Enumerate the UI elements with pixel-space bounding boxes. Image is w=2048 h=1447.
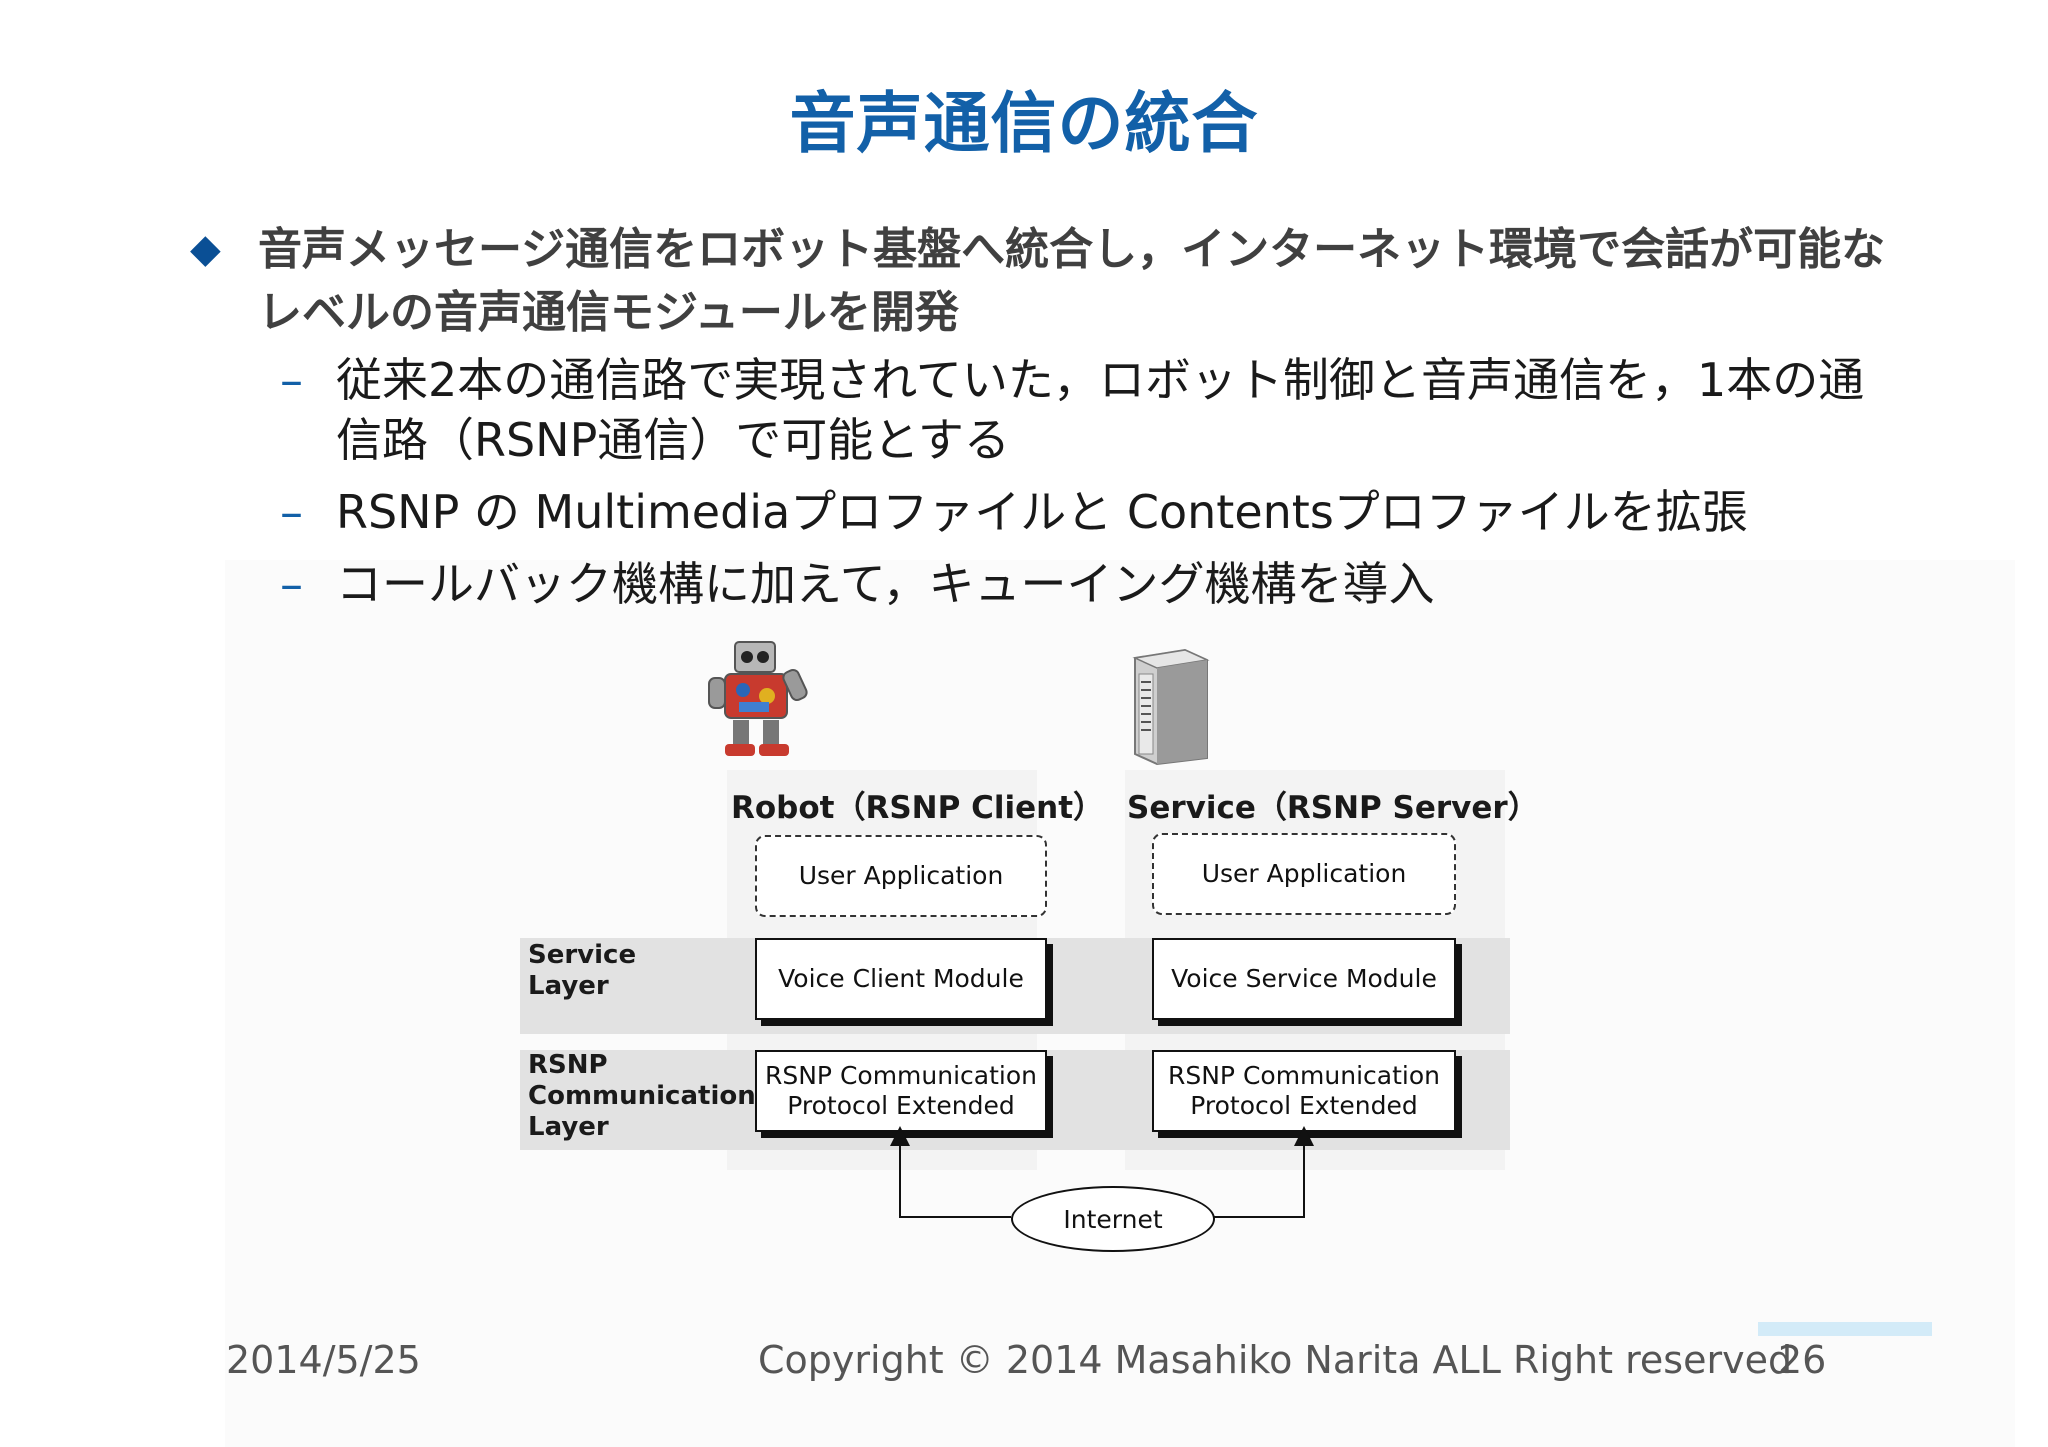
- server-protocol-line: Protocol Extended: [1190, 1091, 1418, 1120]
- dash-bullet-icon: –: [280, 353, 303, 407]
- rsnp-layer-label-line: RSNP: [528, 1050, 608, 1080]
- sub-bullet: – 従来2本の通信路で実現されていた，ロボット制御と音声通信を，1本の通信路（R…: [280, 350, 1880, 470]
- footer-copyright: Copyright © 2014 Masahiko Narita ALL Rig…: [758, 1338, 1793, 1382]
- sub-bullet: – コールバック機構に加えて，キューイング機構を導入: [280, 554, 1880, 614]
- service-layer-label-line: Service: [528, 940, 637, 970]
- service-layer-label: Service Layer: [528, 940, 636, 1002]
- rsnp-layer-label: RSNP Communication Layer: [528, 1050, 756, 1143]
- main-bullet: ◆ 音声メッセージ通信をロボット基盤へ統合し，インターネット環境で会話が可能なレ…: [190, 218, 1890, 344]
- architecture-diagram: Service Layer RSNP Communication Layer R…: [515, 630, 1539, 1270]
- page-number-bar: [1758, 1322, 1932, 1336]
- connection-lines: [890, 1126, 1314, 1218]
- dash-bullet-icon: –: [280, 557, 303, 611]
- client-protocol-line: RSNP Communication: [764, 1061, 1037, 1090]
- sub-bullet-text: 従来2本の通信路で実現されていた，ロボット制御と音声通信を，1本の通信路（RSN…: [336, 353, 1865, 467]
- server-rsnp-protocol: RSNP Communication Protocol Extended: [1152, 1050, 1456, 1132]
- page-number: 26: [1778, 1338, 1827, 1382]
- server-tower-icon: [1132, 648, 1210, 766]
- sub-bullet-text: コールバック機構に加えて，キューイング機構を導入: [336, 557, 1435, 611]
- client-user-application-label: User Application: [798, 861, 1004, 890]
- client-title: Robot（RSNP Client）: [731, 790, 1105, 826]
- slide-title: 音声通信の統合: [789, 85, 1259, 162]
- voice-client-module-label: Voice Client Module: [778, 964, 1024, 993]
- client-protocol-line: Protocol Extended: [787, 1091, 1015, 1120]
- internet-node: Internet: [1011, 1186, 1215, 1252]
- diamond-bullet-icon: ◆: [190, 226, 221, 272]
- voice-service-module: Voice Service Module: [1152, 938, 1456, 1020]
- server-user-application-label: User Application: [1201, 859, 1407, 888]
- robot-icon: [708, 641, 808, 756]
- server-protocol-line: RSNP Communication: [1167, 1061, 1440, 1090]
- service-layer-label-line: Layer: [528, 971, 609, 1001]
- client-rsnp-protocol: RSNP Communication Protocol Extended: [755, 1050, 1047, 1132]
- sub-bullet-list: – 従来2本の通信路で実現されていた，ロボット制御と音声通信を，1本の通信路（R…: [280, 350, 1880, 626]
- rsnp-layer-label-line: Layer: [528, 1112, 609, 1142]
- voice-client-module: Voice Client Module: [755, 938, 1047, 1020]
- server-user-application: User Application: [1152, 833, 1456, 915]
- server-title: Service（RSNP Server）: [1127, 790, 1539, 826]
- rsnp-layer-label-line: Communication: [528, 1081, 756, 1111]
- internet-label: Internet: [1063, 1204, 1163, 1234]
- footer-date: 2014/5/25: [226, 1338, 421, 1382]
- dash-bullet-icon: –: [280, 485, 303, 539]
- voice-service-module-label: Voice Service Module: [1171, 964, 1437, 993]
- sub-bullet-text: RSNP の Multimediaプロファイルと Contentsプロファイルを…: [336, 485, 1748, 539]
- sub-bullet: – RSNP の Multimediaプロファイルと Contentsプロファイ…: [280, 482, 1880, 542]
- client-user-application: User Application: [755, 835, 1047, 917]
- main-bullet-text: 音声メッセージ通信をロボット基盤へ統合し，インターネット環境で会話が可能なレベル…: [258, 224, 1886, 338]
